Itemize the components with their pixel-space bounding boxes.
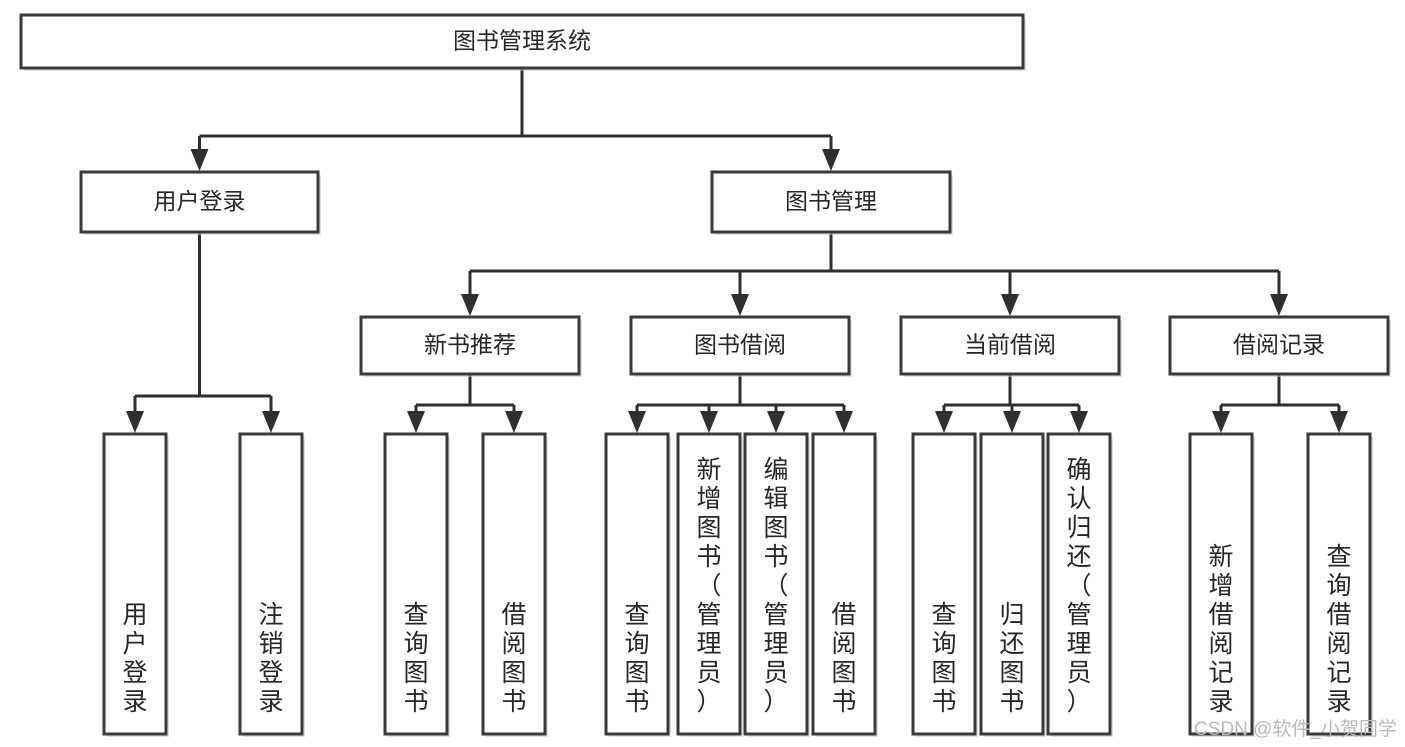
arrow-head-icon — [1212, 411, 1230, 433]
node-label: 用户登录 — [154, 188, 246, 214]
node-label: 查询借阅记录 — [1326, 543, 1351, 716]
node-book-borrow[interactable]: 图书借阅 — [629, 315, 852, 377]
edge-group-user-login — [126, 232, 280, 433]
node-label: 用户登录 — [122, 601, 147, 716]
node-leaf-query-book-2[interactable]: 查询图书 — [604, 432, 671, 737]
node-leaf-borrow-book-1[interactable]: 借阅图书 — [481, 432, 548, 737]
node-leaf-query-book-3[interactable]: 查询图书 — [911, 432, 978, 737]
node-label: 新增图书（管理员） — [696, 456, 721, 716]
node-label: 查询图书 — [624, 601, 649, 716]
node-rect[interactable] — [481, 432, 547, 736]
node-leaf-query-record[interactable]: 查询借阅记录 — [1306, 432, 1373, 737]
node-rect[interactable] — [743, 432, 809, 736]
arrow-head-icon — [407, 411, 425, 433]
node-label: 新增借阅记录 — [1208, 543, 1233, 716]
arrow-head-icon — [700, 411, 718, 433]
edge-group-root — [190, 68, 840, 171]
arrow-head-icon — [190, 149, 209, 171]
node-rect[interactable] — [811, 432, 877, 736]
node-label: 借阅图书 — [831, 601, 856, 716]
node-label: 新书推荐 — [424, 332, 516, 358]
node-book-manage[interactable]: 图书管理 — [710, 170, 953, 235]
node-label: 确认归还（管理员） — [1066, 456, 1091, 716]
node-leaf-user-login[interactable]: 用户登录 — [102, 432, 169, 737]
arrow-head-icon — [767, 411, 785, 433]
node-leaf-edit-book[interactable]: 编辑图书（管理员） — [743, 432, 810, 737]
edge-group-new-book-rec — [407, 374, 523, 433]
arrow-head-icon — [1270, 294, 1288, 316]
node-label: 借阅记录 — [1233, 332, 1325, 358]
edges-layer — [126, 68, 1348, 433]
node-leaf-add-book[interactable]: 新增图书（管理员） — [676, 432, 743, 737]
node-leaf-logout[interactable]: 注销登录 — [238, 432, 305, 737]
node-rect[interactable] — [383, 432, 449, 736]
node-label: 编辑图书（管理员） — [763, 456, 788, 716]
arrow-head-icon — [628, 411, 646, 433]
node-label: 查询图书 — [931, 601, 956, 716]
arrow-head-icon — [1330, 411, 1348, 433]
node-rect[interactable] — [79, 170, 320, 234]
arrow-head-icon — [935, 411, 953, 433]
node-user-login[interactable]: 用户登录 — [79, 170, 321, 235]
node-borrow-record[interactable]: 借阅记录 — [1168, 315, 1391, 377]
node-label: 图书借阅 — [694, 332, 786, 358]
node-leaf-borrow-book-2[interactable]: 借阅图书 — [811, 432, 878, 737]
node-leaf-confirm-return[interactable]: 确认归还（管理员） — [1046, 432, 1113, 737]
node-label: 图书管理 — [785, 188, 877, 214]
edge-group-book-manage — [461, 232, 1288, 316]
arrow-head-icon — [835, 411, 853, 433]
node-leaf-return-book[interactable]: 归还图书 — [979, 432, 1046, 737]
node-rect[interactable] — [1306, 432, 1372, 736]
edge-group-current-borrow — [935, 374, 1088, 433]
node-label: 归还图书 — [999, 601, 1024, 716]
node-rect[interactable] — [676, 432, 742, 736]
edge-group-borrow-record — [1212, 374, 1348, 433]
node-rect[interactable] — [604, 432, 670, 736]
arrow-head-icon — [731, 294, 749, 316]
node-label: 注销登录 — [258, 601, 283, 716]
node-rect[interactable] — [899, 315, 1121, 376]
arrow-head-icon — [822, 149, 840, 171]
node-rect[interactable] — [710, 170, 952, 234]
node-label: 当前借阅 — [964, 332, 1056, 358]
node-new-book-rec[interactable]: 新书推荐 — [359, 315, 582, 377]
node-label: 查询图书 — [403, 601, 428, 716]
node-rect[interactable] — [238, 432, 304, 736]
node-label: 借阅图书 — [501, 601, 526, 716]
watermark-label: CSDN @软件_小贺同学 — [1194, 719, 1397, 740]
edge-group-book-borrow — [628, 374, 853, 433]
node-rect[interactable] — [19, 13, 1025, 70]
node-rect[interactable] — [1168, 315, 1390, 376]
arrow-head-icon — [1070, 411, 1088, 433]
node-leaf-add-record[interactable]: 新增借阅记录 — [1188, 432, 1255, 737]
node-rect[interactable] — [1188, 432, 1254, 736]
node-current-borrow[interactable]: 当前借阅 — [899, 315, 1122, 377]
node-rect[interactable] — [359, 315, 581, 376]
node-rect[interactable] — [979, 432, 1045, 736]
node-leaf-query-book-1[interactable]: 查询图书 — [383, 432, 450, 737]
arrow-head-icon — [1001, 294, 1019, 316]
node-root[interactable]: 图书管理系统 — [19, 13, 1026, 71]
arrow-head-icon — [505, 411, 523, 433]
arrow-head-icon — [262, 411, 280, 433]
node-rect[interactable] — [102, 432, 168, 736]
node-rect[interactable] — [1046, 432, 1112, 736]
node-rect[interactable] — [629, 315, 851, 376]
arrow-head-icon — [126, 411, 144, 433]
node-rect[interactable] — [911, 432, 977, 736]
arrow-head-icon — [1003, 411, 1021, 433]
nodes-layer: 图书管理系统用户登录图书管理新书推荐图书借阅当前借阅借阅记录用户登录注销登录查询… — [19, 13, 1391, 737]
node-label: 图书管理系统 — [453, 28, 591, 54]
arrow-head-icon — [461, 294, 479, 316]
